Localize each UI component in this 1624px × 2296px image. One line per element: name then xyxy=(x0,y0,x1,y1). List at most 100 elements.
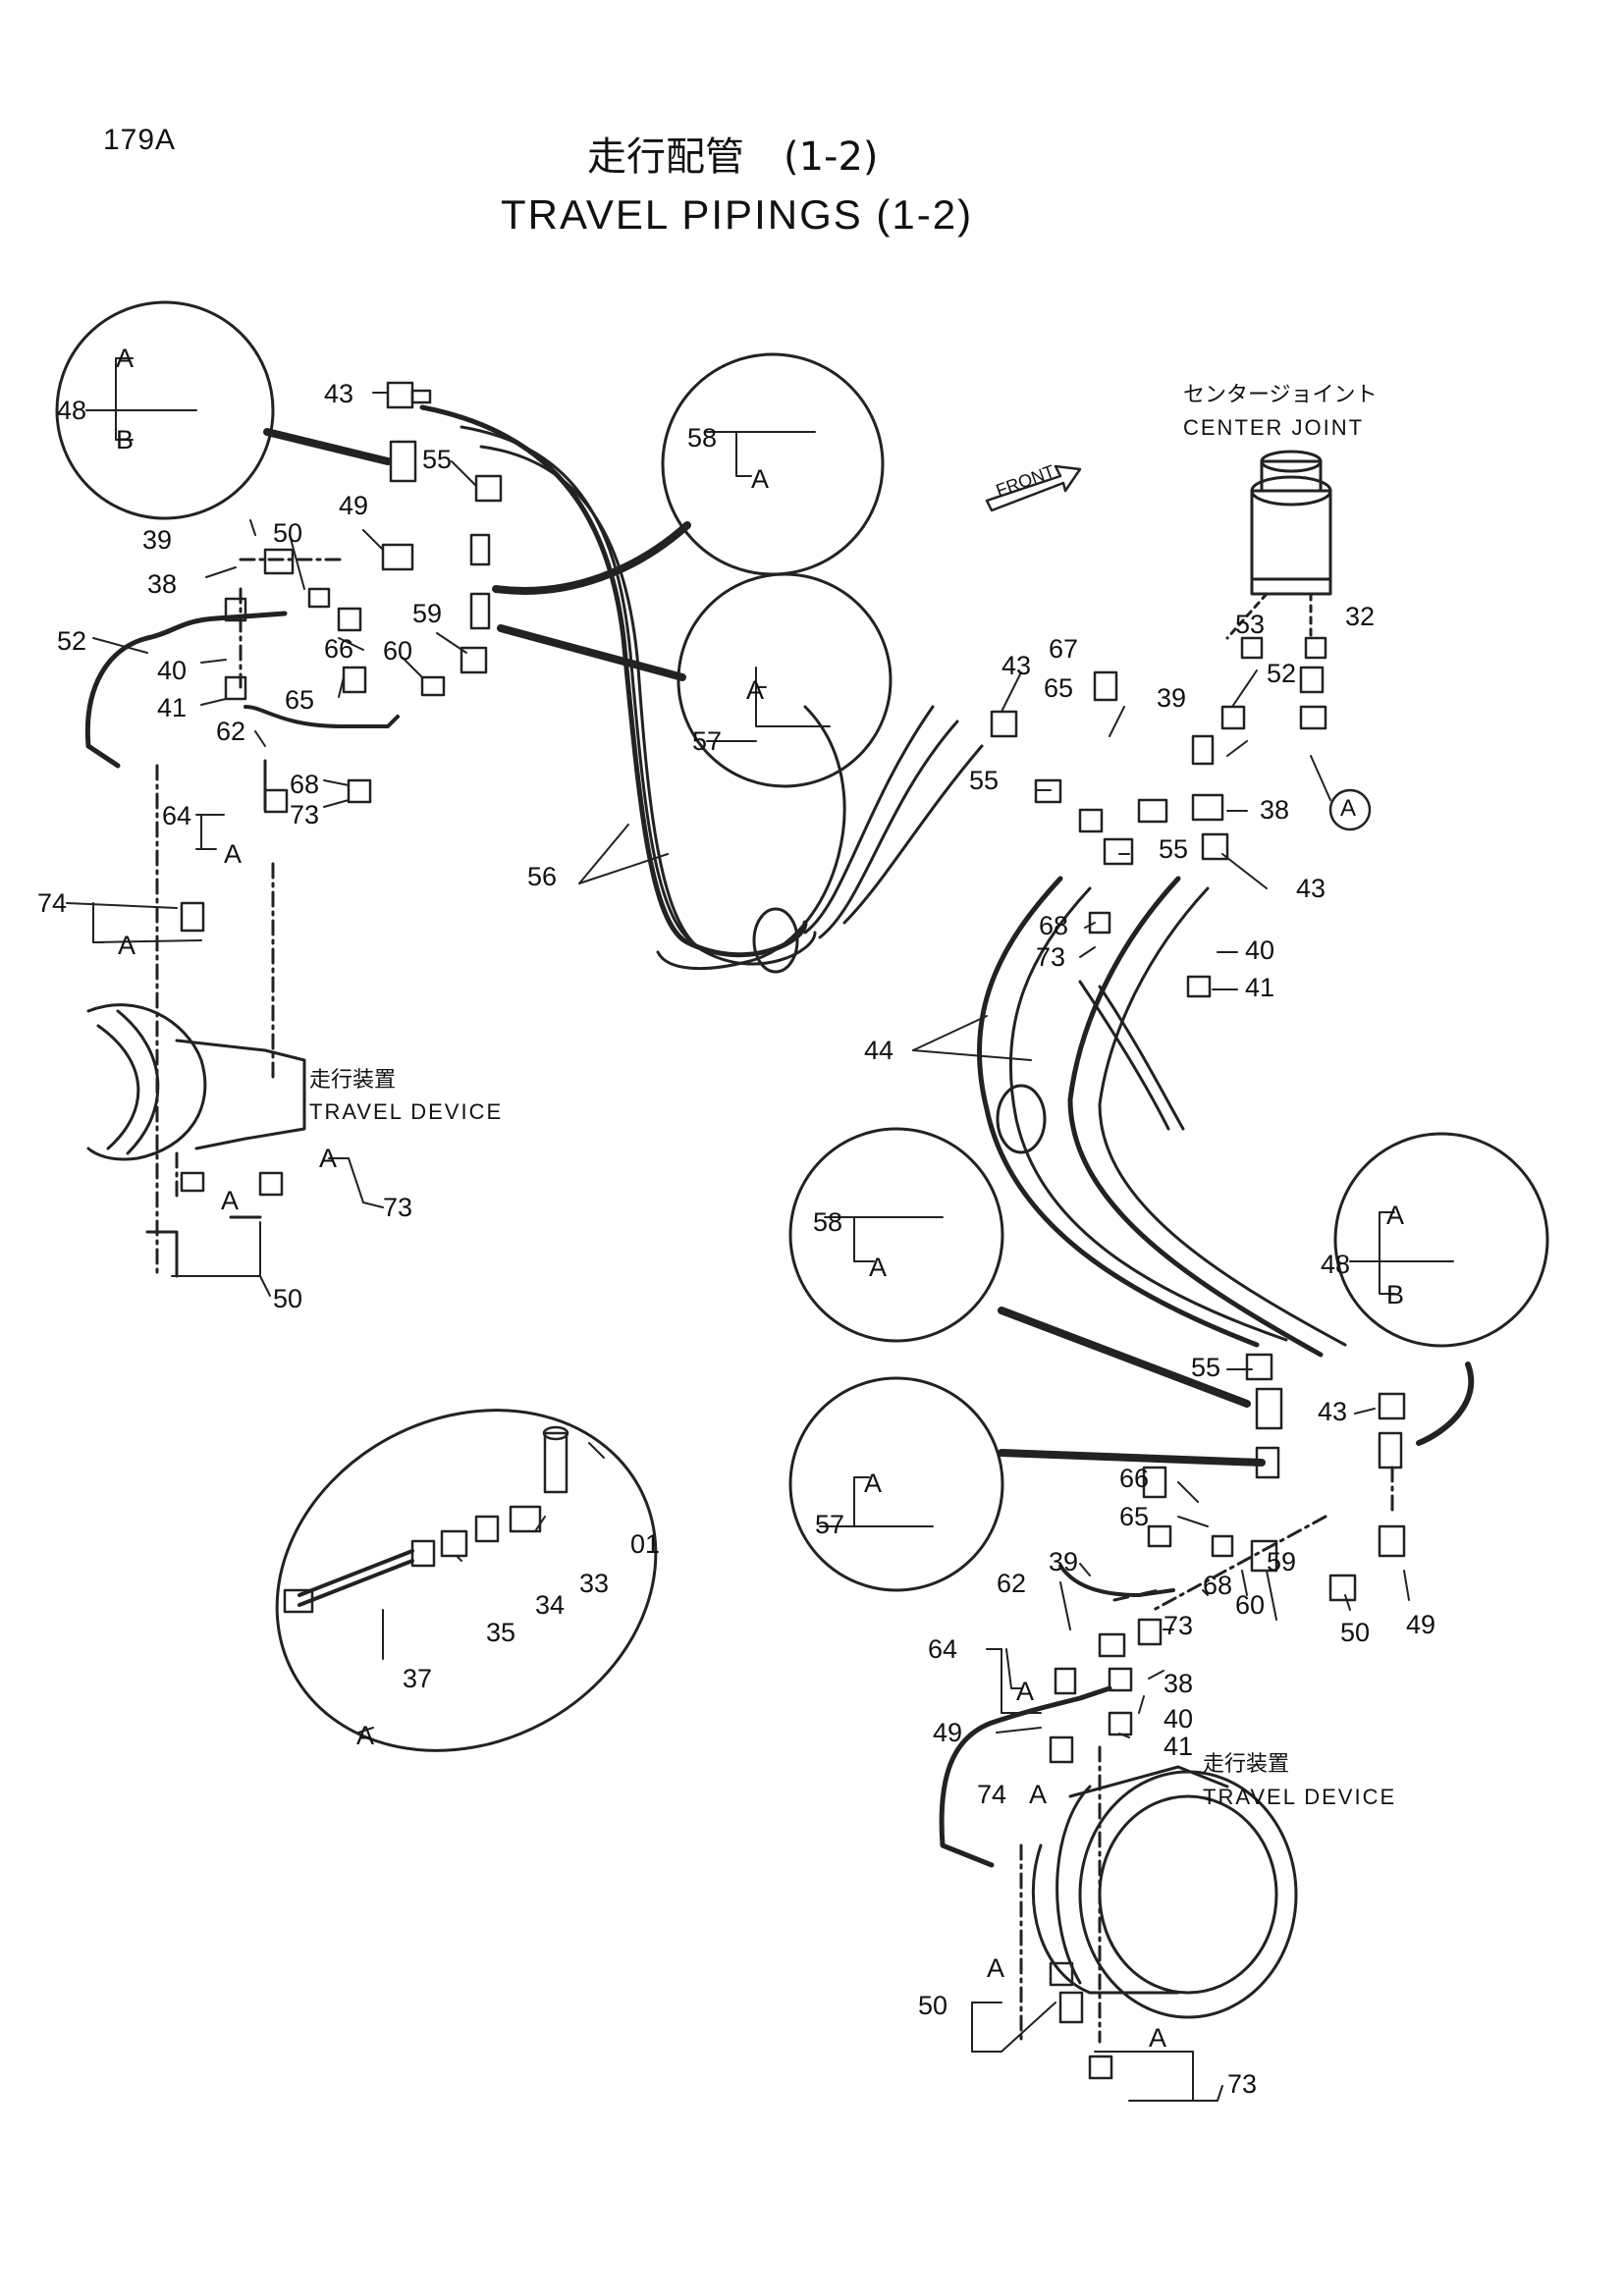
part-label-60: 60 xyxy=(383,636,413,666)
sub-label-a: A xyxy=(221,1186,240,1215)
part-label-41: 41 xyxy=(1164,1732,1194,1761)
part-label-56: 56 xyxy=(527,862,558,891)
part-label-40: 40 xyxy=(1245,935,1275,965)
part-label-38: 38 xyxy=(147,569,178,599)
sub-label-a: A xyxy=(751,464,770,494)
page-number: 179A xyxy=(103,124,177,156)
sub-label-b: B xyxy=(1386,1280,1405,1309)
sub-label-a: A xyxy=(1386,1201,1405,1230)
part-label-46: 49 xyxy=(1406,1610,1436,1639)
part-label-55: 55 xyxy=(422,445,453,474)
part-label-57: 57 xyxy=(815,1510,845,1539)
detail-circle-58-top xyxy=(661,352,885,576)
sub-label-a: A xyxy=(1149,2023,1167,2053)
front-arrow-shape xyxy=(985,464,1082,512)
part-label-40: 40 xyxy=(157,656,188,685)
part-label-62: 64 xyxy=(928,1634,958,1664)
part-label-41: 41 xyxy=(1245,973,1275,1002)
detail-ellipse-pipe-assembly xyxy=(275,1409,658,1752)
sub-label-a: A xyxy=(746,675,765,705)
part-label-49: 49 xyxy=(933,1718,963,1747)
part-label-43: 43 xyxy=(324,379,354,408)
part-label-64: 65 xyxy=(285,685,315,715)
title-japanese: 走行配管 (1-2) xyxy=(587,134,879,180)
part-label-58: 58 xyxy=(687,423,718,453)
part-label-73: 73 xyxy=(1227,2069,1258,2099)
part-label-40: 40 xyxy=(1164,1704,1194,1734)
detail-marker-circle xyxy=(1328,788,1372,831)
part-label-45: 48 xyxy=(1321,1250,1351,1279)
part-label-38: 38 xyxy=(1260,795,1290,825)
part-label-39: 39 xyxy=(1157,683,1187,713)
part-label-55: 55 xyxy=(969,766,1000,795)
travel-device-label-jp-left: 走行装置 xyxy=(309,1068,397,1093)
part-label-64: 65 xyxy=(1044,673,1074,703)
sub-label-a: A xyxy=(987,1953,1005,1983)
part-label-46: 49 xyxy=(339,491,369,520)
detail-marker-a: A xyxy=(1340,795,1357,822)
detail-circle-45-top xyxy=(55,300,275,520)
part-label-68: 73 xyxy=(1036,942,1066,972)
part-label-50: 50 xyxy=(273,1284,303,1313)
part-label-34: 34 xyxy=(535,1590,566,1620)
part-label-74: 74 xyxy=(37,888,68,918)
part-label-67: 68 xyxy=(1039,911,1069,940)
travel-device-label-en-left: TRAVEL DEVICE xyxy=(309,1099,504,1124)
center-joint-label-en: CENTER JOINT xyxy=(1183,415,1365,440)
sub-label-a: A xyxy=(224,839,243,869)
title-english: TRAVEL PIPINGS (1-2) xyxy=(501,191,974,238)
detail-circle-45-bottom xyxy=(1333,1132,1549,1348)
detail-circle-58-bottom xyxy=(788,1127,1004,1343)
part-label-61: 62 xyxy=(216,717,246,746)
part-label-55: 55 xyxy=(1191,1353,1221,1382)
part-label-57: 57 xyxy=(692,726,723,756)
part-label-43: 43 xyxy=(1001,651,1032,680)
sub-label-a: A xyxy=(118,931,136,960)
sub-label-a: A xyxy=(1016,1677,1035,1706)
part-label-37: 37 xyxy=(403,1664,433,1693)
part-label-53: 53 xyxy=(1235,610,1266,639)
part-label-66: 67 xyxy=(1049,634,1079,664)
sub-label-a: A xyxy=(356,1721,375,1750)
part-label-65: 66 xyxy=(1119,1464,1150,1493)
part-label-67: 68 xyxy=(1203,1571,1233,1600)
sub-label-a: A xyxy=(869,1253,888,1282)
part-label-62: 64 xyxy=(162,801,192,830)
part-label-67: 68 xyxy=(290,770,320,799)
part-label-44: 44 xyxy=(864,1036,894,1065)
detail-circle-57-bottom xyxy=(788,1376,1004,1592)
sub-label-a: A xyxy=(319,1144,338,1173)
part-label-39: 39 xyxy=(1049,1547,1079,1576)
part-label-65: 66 xyxy=(324,634,354,664)
sub-label-a: A xyxy=(1029,1780,1048,1809)
part-label-47: 50 xyxy=(273,518,303,548)
center-joint-label-jp: センタージョイント xyxy=(1183,383,1378,407)
part-label-64: 65 xyxy=(1119,1502,1150,1531)
part-label-61: 62 xyxy=(997,1569,1027,1598)
part-label-01: 01 xyxy=(630,1529,661,1559)
part-label-68: 73 xyxy=(290,800,320,829)
part-label-43: 43 xyxy=(1296,874,1326,903)
part-label-68: 73 xyxy=(1164,1611,1194,1640)
part-label-58: 58 xyxy=(813,1207,843,1237)
part-label-74: 74 xyxy=(977,1780,1007,1809)
sub-label-a: A xyxy=(116,344,135,373)
part-label-39: 39 xyxy=(142,525,173,555)
part-label-55: 55 xyxy=(1159,834,1189,864)
part-label-50: 50 xyxy=(918,1991,948,2020)
part-label-43: 43 xyxy=(1318,1397,1348,1426)
part-label-59: 59 xyxy=(412,599,443,628)
travel-device-label-en-right: TRAVEL DEVICE xyxy=(1203,1785,1397,1809)
sub-label-b: B xyxy=(116,425,135,454)
part-label-35: 35 xyxy=(486,1618,516,1647)
part-label-48: 52 xyxy=(57,626,87,656)
part-label-41: 41 xyxy=(157,693,188,722)
part-label-47: 50 xyxy=(1340,1618,1371,1647)
part-label-59: 59 xyxy=(1267,1547,1297,1576)
travel-device-label-jp-right: 走行装置 xyxy=(1203,1752,1290,1777)
part-label-45: 48 xyxy=(57,396,87,425)
part-label-73: 73 xyxy=(383,1193,413,1222)
part-label-38: 38 xyxy=(1164,1669,1194,1698)
